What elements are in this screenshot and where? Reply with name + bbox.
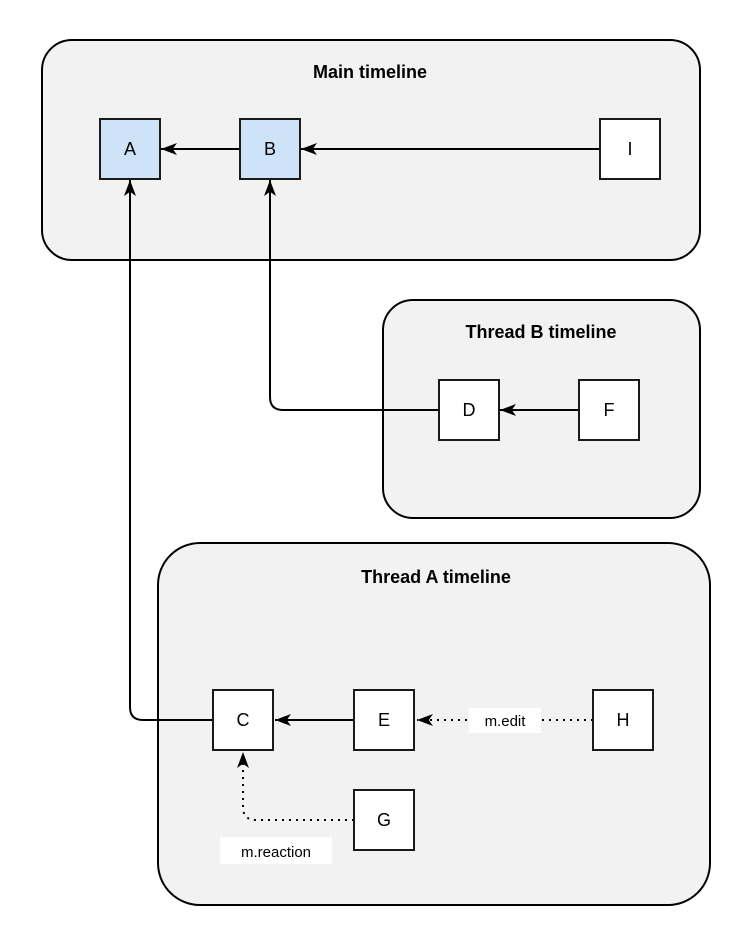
m-edit-label: m.edit bbox=[485, 713, 527, 730]
node-e: E bbox=[353, 689, 415, 751]
m-reaction-label: m.reaction bbox=[241, 844, 311, 861]
node-e-label: E bbox=[378, 710, 390, 730]
thread-b-timeline-title: Thread B timeline bbox=[465, 322, 616, 342]
node-a: A bbox=[99, 118, 161, 180]
node-e-box bbox=[353, 689, 415, 751]
node-i: I bbox=[599, 118, 661, 180]
node-d-label: D bbox=[463, 400, 476, 420]
thread-a-timeline-container: Thread A timeline bbox=[157, 542, 711, 906]
node-f-label: F bbox=[604, 400, 615, 420]
main-timeline-title: Main timeline bbox=[313, 62, 427, 82]
node-c-box bbox=[212, 689, 274, 751]
node-i-label: I bbox=[627, 139, 632, 159]
node-d-box bbox=[438, 379, 500, 441]
node-h-label: H bbox=[617, 710, 630, 730]
edge-d-to-b bbox=[264, 180, 439, 411]
edge-label-m-reaction: m.reaction bbox=[220, 837, 332, 864]
node-a-box bbox=[99, 118, 161, 180]
node-b-box bbox=[239, 118, 301, 180]
m-reaction-label-background bbox=[220, 837, 332, 864]
edge-g-to-c bbox=[237, 752, 354, 821]
node-i-box bbox=[599, 118, 661, 180]
m-edit-label-background bbox=[469, 708, 541, 733]
node-c-label: C bbox=[237, 710, 250, 730]
node-h: H bbox=[592, 689, 654, 751]
node-a-label: A bbox=[124, 139, 136, 159]
node-b: B bbox=[239, 118, 301, 180]
node-f-box bbox=[578, 379, 640, 441]
node-c: C bbox=[212, 689, 274, 751]
node-b-label: B bbox=[264, 139, 276, 159]
edge-c-to-a bbox=[124, 180, 213, 721]
node-f: F bbox=[578, 379, 640, 441]
thread-a-timeline-box bbox=[157, 542, 711, 906]
node-g: G bbox=[353, 789, 415, 851]
edge-label-m-edit: m.edit bbox=[469, 708, 541, 733]
node-h-box bbox=[592, 689, 654, 751]
node-g-box bbox=[353, 789, 415, 851]
diagram-edges bbox=[124, 143, 600, 821]
node-g-label: G bbox=[377, 810, 391, 830]
node-d: D bbox=[438, 379, 500, 441]
thread-a-timeline-title: Thread A timeline bbox=[361, 567, 511, 587]
